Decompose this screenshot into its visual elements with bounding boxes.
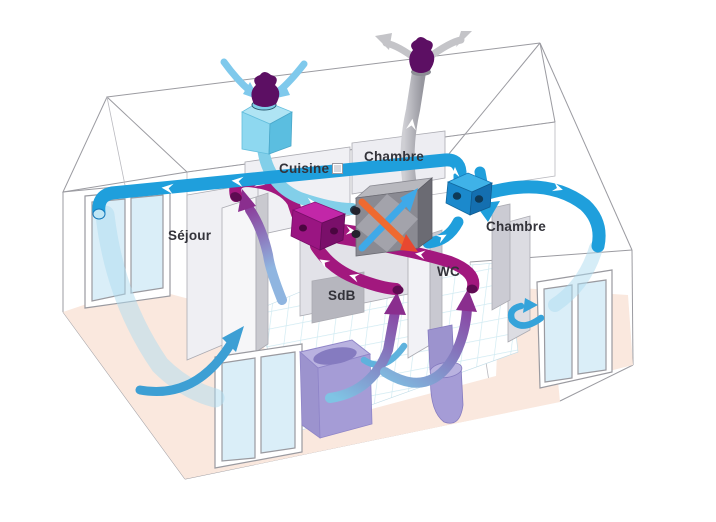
right-window-pane (577, 279, 607, 375)
label-wc-text: WC (437, 264, 460, 279)
label-wc: WC (437, 264, 460, 279)
sejour-window-pane (130, 194, 164, 294)
extraction-manifold (290, 201, 347, 251)
label-sejour: Séjour (168, 228, 211, 243)
fixtures (298, 324, 464, 439)
supply-duct-from-exchanger (422, 216, 464, 249)
label-chambre1-text: Chambre (364, 149, 424, 164)
label-chambre2-text: Chambre (486, 219, 546, 234)
heat-exchange-arrows (358, 188, 418, 252)
transfer-arrow-chambre2 (507, 298, 545, 329)
supply-duct-chambre2 (471, 180, 606, 253)
exhaust-duct (400, 65, 426, 193)
heat-exchanger-unit (351, 177, 434, 257)
left-gable (62, 96, 189, 193)
plenum-port (452, 192, 462, 200)
label-sdb: SdB (328, 288, 356, 303)
cuisine-vent-opening (230, 192, 242, 202)
front-window-pane (260, 351, 296, 454)
roof-ridge (106, 42, 541, 98)
exhaust-system (375, 31, 472, 193)
exchanger-port-top (351, 207, 361, 215)
roof-intake-cap (251, 72, 280, 107)
window-icon (332, 163, 344, 174)
front-window-pane (221, 357, 256, 462)
plenum-port (474, 195, 484, 203)
exchanger-port-bottom (351, 230, 361, 238)
roof-exhaust-cap (409, 37, 435, 73)
sejour-downflow (95, 205, 225, 408)
roof-intake-unit (220, 58, 308, 155)
label-sejour-text: Séjour (168, 228, 212, 243)
wc-rising-arrow (380, 289, 477, 388)
manifold-port (299, 224, 307, 232)
kitchen-rising-arrow (238, 189, 287, 305)
supply-duct-main (92, 153, 467, 220)
label-cuisine-text: Cuisine (279, 161, 330, 176)
chambre2-downflow (548, 241, 603, 312)
label-chambre1: Chambre (364, 149, 424, 164)
intake-box-side (268, 111, 293, 155)
supply-plenum-box (445, 172, 494, 216)
room-airflow (95, 189, 603, 408)
label-chambre2: Chambre (486, 219, 546, 234)
manifold-port (330, 227, 338, 235)
exchanger-side (417, 177, 433, 249)
sdb-rising-arrow (325, 292, 406, 403)
wc-vent-opening (466, 284, 478, 294)
label-sdb-text: SdB (328, 288, 356, 303)
chambre2-wall-patch (491, 203, 511, 311)
label-cuisine: Cuisine (279, 161, 344, 176)
transfer-arrow-sejour (135, 326, 244, 396)
sdb-vent-opening (392, 285, 404, 295)
sejour-supply-outlet (92, 208, 106, 220)
